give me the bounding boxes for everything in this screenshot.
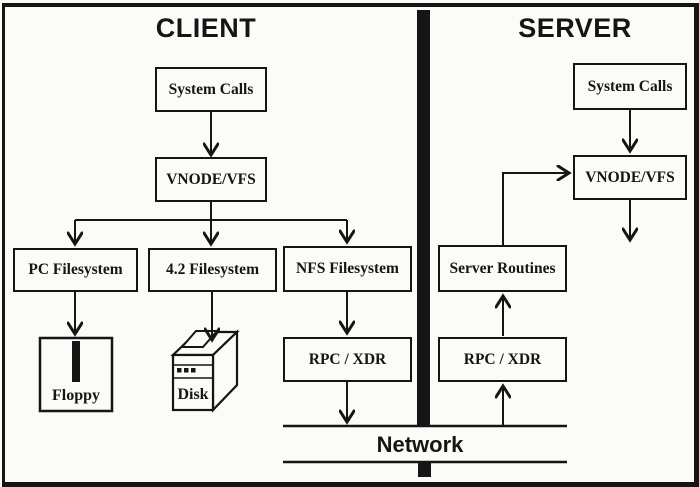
client-vnode-vfs-box: VNODE/VFS — [155, 157, 267, 202]
disk-label: Disk — [177, 386, 209, 403]
client-system-calls-box: System Calls — [155, 67, 267, 112]
server-routines-box: Server Routines — [438, 245, 567, 292]
server-rpc-xdr-box: RPC / XDR — [438, 337, 567, 382]
server-title: SERVER — [518, 13, 632, 43]
network-label: Network — [376, 432, 464, 457]
nfs-filesystem-box: NFS Filesystem — [283, 246, 412, 292]
42-filesystem-box: 4.2 Filesystem — [148, 248, 277, 292]
client-rpc-xdr-box: RPC / XDR — [283, 337, 412, 382]
pc-filesystem-box: PC Filesystem — [13, 248, 138, 292]
server-system-calls-box: System Calls — [573, 63, 687, 110]
server-vnode-vfs-box: VNODE/VFS — [573, 155, 687, 200]
floppy-label: Floppy — [51, 387, 100, 404]
client-title: CLIENT — [155, 13, 257, 43]
diagram-outer-frame — [2, 3, 699, 487]
